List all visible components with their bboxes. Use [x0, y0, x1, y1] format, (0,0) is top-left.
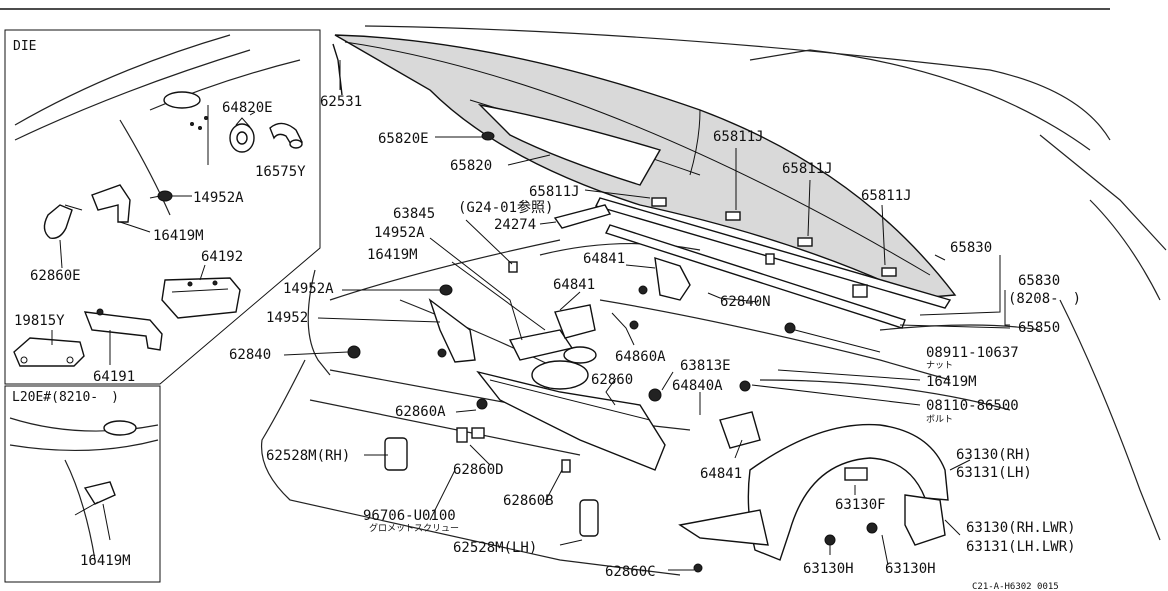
label-65830-b: 65830: [1018, 273, 1060, 289]
label-62860c: 62860C: [605, 564, 656, 580]
label-63131-lh: 63131(LH): [956, 465, 1032, 481]
label-16419m-l20e: 16419M: [80, 553, 131, 569]
label-96706-u0100: 96706-U0100: [363, 508, 456, 524]
label-65811j-a: 65811J: [713, 129, 764, 145]
inset-die-title: DIE: [13, 39, 36, 54]
part-16575y-icon: [269, 122, 303, 149]
label-64192: 64192: [201, 249, 243, 265]
leader-lines: [283, 60, 1011, 571]
inset-l20e-title: L20E#(8210- ): [12, 390, 119, 405]
label-62528m-rh: 62528M(RH): [266, 448, 350, 464]
label-nut: ナット: [926, 360, 953, 371]
label-65811j-c: 65811J: [529, 184, 580, 200]
part-65830-strip-icon: [594, 197, 952, 329]
label-14952a-inset: 14952A: [193, 190, 244, 206]
label-65811j-b: 65811J: [782, 161, 833, 177]
label-65820: 65820: [450, 158, 492, 174]
part-16419m-clamp-icon: [74, 481, 116, 516]
label-16419m-2: 16419M: [926, 374, 977, 390]
part-64192-icon: [161, 277, 241, 319]
label-14952a-1: 14952A: [374, 225, 425, 241]
label-62840n: 62840N: [720, 294, 771, 310]
label-08110-86500: 08110-86500: [926, 398, 1019, 414]
label-62860d: 62860D: [453, 462, 504, 478]
label-65820e: 65820E: [378, 131, 429, 147]
inset-l20e: L20E#(8210- ) 16419M: [4, 385, 161, 583]
part-64820e-icon: [229, 117, 255, 153]
label-grommet-screw: グロメットスクリュー: [369, 522, 459, 534]
part-14952a-bolt-icon: [149, 190, 173, 202]
label-16419m-inset: 16419M: [153, 228, 204, 244]
label-64191: 64191: [93, 369, 135, 385]
part-62860e-icon: [43, 204, 83, 239]
label-65811j-d: 65811J: [861, 188, 912, 204]
label-62840: 62840: [229, 347, 271, 363]
label-64841-c: 64841: [700, 466, 742, 482]
label-65830-a: 65830: [950, 240, 992, 256]
label-08911-10637: 08911-10637: [926, 345, 1019, 361]
label-63130-rh: 63130(RH): [956, 447, 1032, 463]
label-62860a: 62860A: [395, 404, 446, 420]
part-16419m-bracket-icon: [91, 184, 131, 223]
label-63131-lh-lwr: 63131(LH.LWR): [966, 539, 1076, 555]
part-64191-icon: [83, 308, 163, 351]
label-63130-rh-lwr: 63130(RH.LWR): [966, 520, 1076, 536]
label-64841-a: 64841: [583, 251, 625, 267]
label-65850: 65850: [1018, 320, 1060, 336]
label-63813e: 63813E: [680, 358, 731, 374]
main-diagram: 62531 65820E 65820 65811J 65811J 65811J …: [229, 25, 1167, 580]
label-8208: (8208- ): [1008, 291, 1081, 307]
label-62860e: 62860E: [30, 268, 81, 284]
label-bolt: ボルト: [926, 414, 953, 425]
label-16575y: 16575Y: [255, 164, 306, 180]
label-62860: 62860: [591, 372, 633, 388]
label-16419m-1: 16419M: [367, 247, 418, 263]
label-62860b: 62860B: [503, 493, 554, 509]
part-63130-fender-liner-icon: [678, 423, 949, 561]
label-63845: 63845: [393, 206, 435, 222]
label-63130h-b: 63130H: [885, 561, 936, 577]
label-64820e: 64820E: [222, 100, 273, 116]
label-63130f: 63130F: [835, 497, 886, 513]
label-g24-01: (G24-01参照): [458, 199, 553, 216]
radiator-support: [384, 370, 666, 537]
label-14952: 14952: [266, 310, 308, 326]
label-62531: 62531: [320, 94, 362, 110]
label-14952a-2: 14952A: [283, 281, 334, 297]
label-62528m-lh: 62528M(LH): [453, 540, 537, 556]
label-19815y: 19815Y: [14, 313, 65, 329]
label-64860a: 64860A: [615, 349, 666, 365]
figure-code: C21-A-H6302 0015: [972, 582, 1059, 591]
label-24274: 24274: [494, 217, 536, 233]
inset-die: DIE: [4, 29, 321, 385]
label-63130h-a: 63130H: [803, 561, 854, 577]
label-64841-b: 64841: [553, 277, 595, 293]
label-64840a: 64840A: [672, 378, 723, 394]
part-19815y-icon: [13, 337, 85, 367]
